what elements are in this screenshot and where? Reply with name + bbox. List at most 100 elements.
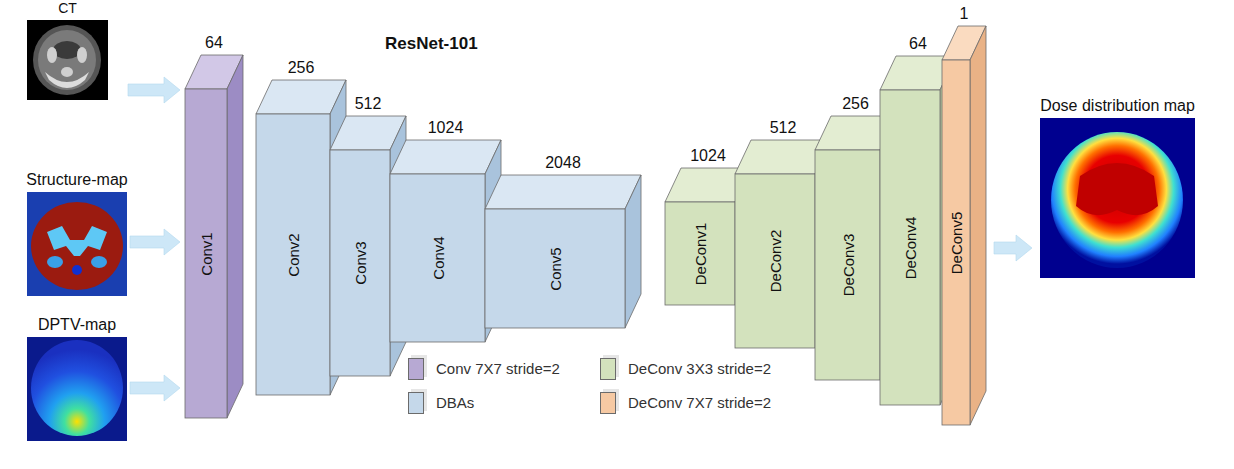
layer-block: 1DeConv5: [942, 60, 970, 425]
layer-name: Conv5: [547, 247, 564, 290]
channel-count: 1024: [690, 147, 726, 164]
layer-block: 1024Conv4: [390, 174, 485, 342]
flow-arrow: [130, 229, 180, 255]
legend-swatch: [408, 392, 424, 414]
block-front-face: [815, 150, 880, 380]
image-title-wrap: Structure-map: [0, 170, 167, 189]
flow-arrow: [128, 77, 180, 103]
layer-name: DeConv2: [767, 230, 784, 293]
layer-name: Conv3: [352, 241, 369, 284]
layer-block: 512DeConv2: [735, 174, 815, 348]
ct-image: [27, 20, 108, 100]
layer-name-wrap: Conv2: [285, 233, 302, 276]
block-side-face: [970, 26, 986, 425]
layer-name-wrap: DeConv1: [692, 222, 709, 285]
image-title-wrap: DPTV-map: [0, 315, 167, 334]
channel-count-wrap: 2048: [485, 154, 641, 172]
flow-arrow: [130, 375, 180, 401]
layer-block: 64Conv1: [185, 89, 227, 418]
legend-text-wrap: DeConv 3X3 stride=2: [628, 359, 771, 379]
layer-name-wrap: DeConv5: [948, 211, 965, 274]
channel-count: 64: [909, 35, 927, 52]
block-front-face: [485, 209, 625, 328]
block-front-face: [330, 150, 390, 376]
legend-text-wrap: DeConv 7X7 stride=2: [628, 393, 771, 413]
legend-text: DeConv 7X7 stride=2: [628, 394, 771, 411]
layer-name-wrap: Conv3: [352, 241, 369, 284]
network-name: ResNet-101: [385, 34, 478, 53]
channel-count-wrap: 1024: [390, 119, 501, 137]
layer-block: 256DeConv3: [815, 150, 880, 380]
image-title: DPTV-map: [38, 316, 116, 333]
channel-count-wrap: 512: [330, 95, 406, 113]
channel-count: 2048: [545, 154, 581, 171]
block-side-face: [227, 55, 243, 418]
image-title: Dose distribution map: [1040, 97, 1195, 114]
layer-name-wrap: Conv1: [198, 232, 215, 275]
channel-count-wrap: 256: [256, 59, 346, 77]
legend-swatch: [600, 358, 616, 380]
layer-name-wrap: Conv4: [429, 236, 446, 279]
input-image: CT: [27, 20, 108, 100]
legend-swatch: [600, 392, 616, 414]
label-wrap: ResNet-101: [385, 34, 478, 54]
channel-count: 512: [770, 119, 797, 136]
layer-name: DeConv3: [839, 234, 856, 297]
layer-block: 512Conv3: [330, 150, 390, 376]
image-title-wrap: CT: [0, 0, 148, 17]
layer-name-wrap: DeConv3: [839, 234, 856, 297]
input-image: DPTV-map: [27, 337, 127, 441]
layer-name: Conv1: [198, 232, 215, 275]
channel-count-wrap: 1: [942, 5, 986, 23]
block-front-face: [665, 202, 735, 305]
channel-count: 64: [205, 34, 223, 51]
channel-count: 1024: [428, 119, 464, 136]
layer-block: 2048Conv5: [485, 209, 625, 328]
block-front-face: [256, 114, 330, 395]
block-faces: [185, 55, 245, 420]
channel-count: 256: [842, 95, 869, 112]
layer-name-wrap: DeConv2: [767, 230, 784, 293]
block-front-face: [185, 89, 227, 418]
legend-text-wrap: DBAs: [436, 393, 474, 413]
image-title: Structure-map: [26, 171, 127, 188]
channel-count: 1: [960, 5, 969, 22]
block-top-face: [485, 175, 641, 209]
channel-count-wrap: 64: [185, 34, 243, 52]
layer-block: 64DeConv4: [880, 90, 940, 405]
channel-count-wrap: 256: [815, 95, 896, 113]
legend-text: Conv 7X7 stride=2: [436, 360, 560, 377]
image-title-wrap: Dose distribution map: [1000, 96, 1234, 115]
block-front-face: [735, 174, 815, 348]
channel-count-wrap: 512: [735, 119, 831, 137]
input-image: Structure-map: [27, 192, 127, 296]
block-front-face: [942, 60, 970, 425]
dose-map-image: [1040, 118, 1195, 278]
legend-text-wrap: Conv 7X7 stride=2: [436, 359, 560, 379]
block-front-face: [390, 174, 485, 342]
block-top-face: [390, 140, 501, 174]
channel-count-wrap: 64: [880, 35, 956, 53]
legend-text: DeConv 3X3 stride=2: [628, 360, 771, 377]
image-title: CT: [58, 0, 77, 16]
block-front-face: [880, 90, 940, 405]
channel-count-wrap: 1024: [665, 147, 751, 165]
flow-arrow: [994, 235, 1032, 261]
legend-text: DBAs: [436, 394, 474, 411]
layer-name-wrap: DeConv4: [902, 216, 919, 279]
layer-name: DeConv5: [948, 211, 965, 274]
layer-name: DeConv1: [692, 222, 709, 285]
input-image: Dose distribution map: [1040, 118, 1195, 278]
channel-count: 512: [355, 95, 382, 112]
channel-count: 256: [288, 59, 315, 76]
layer-name: DeConv4: [902, 216, 919, 279]
block-side-face: [625, 175, 641, 328]
block-faces: [485, 175, 643, 330]
layer-block: 1024DeConv1: [665, 202, 735, 305]
layer-name-wrap: Conv5: [547, 247, 564, 290]
layer-block: 256Conv2: [256, 114, 330, 395]
layer-name: Conv2: [285, 233, 302, 276]
structure-map-image: [27, 192, 127, 296]
layer-name: Conv4: [429, 236, 446, 279]
